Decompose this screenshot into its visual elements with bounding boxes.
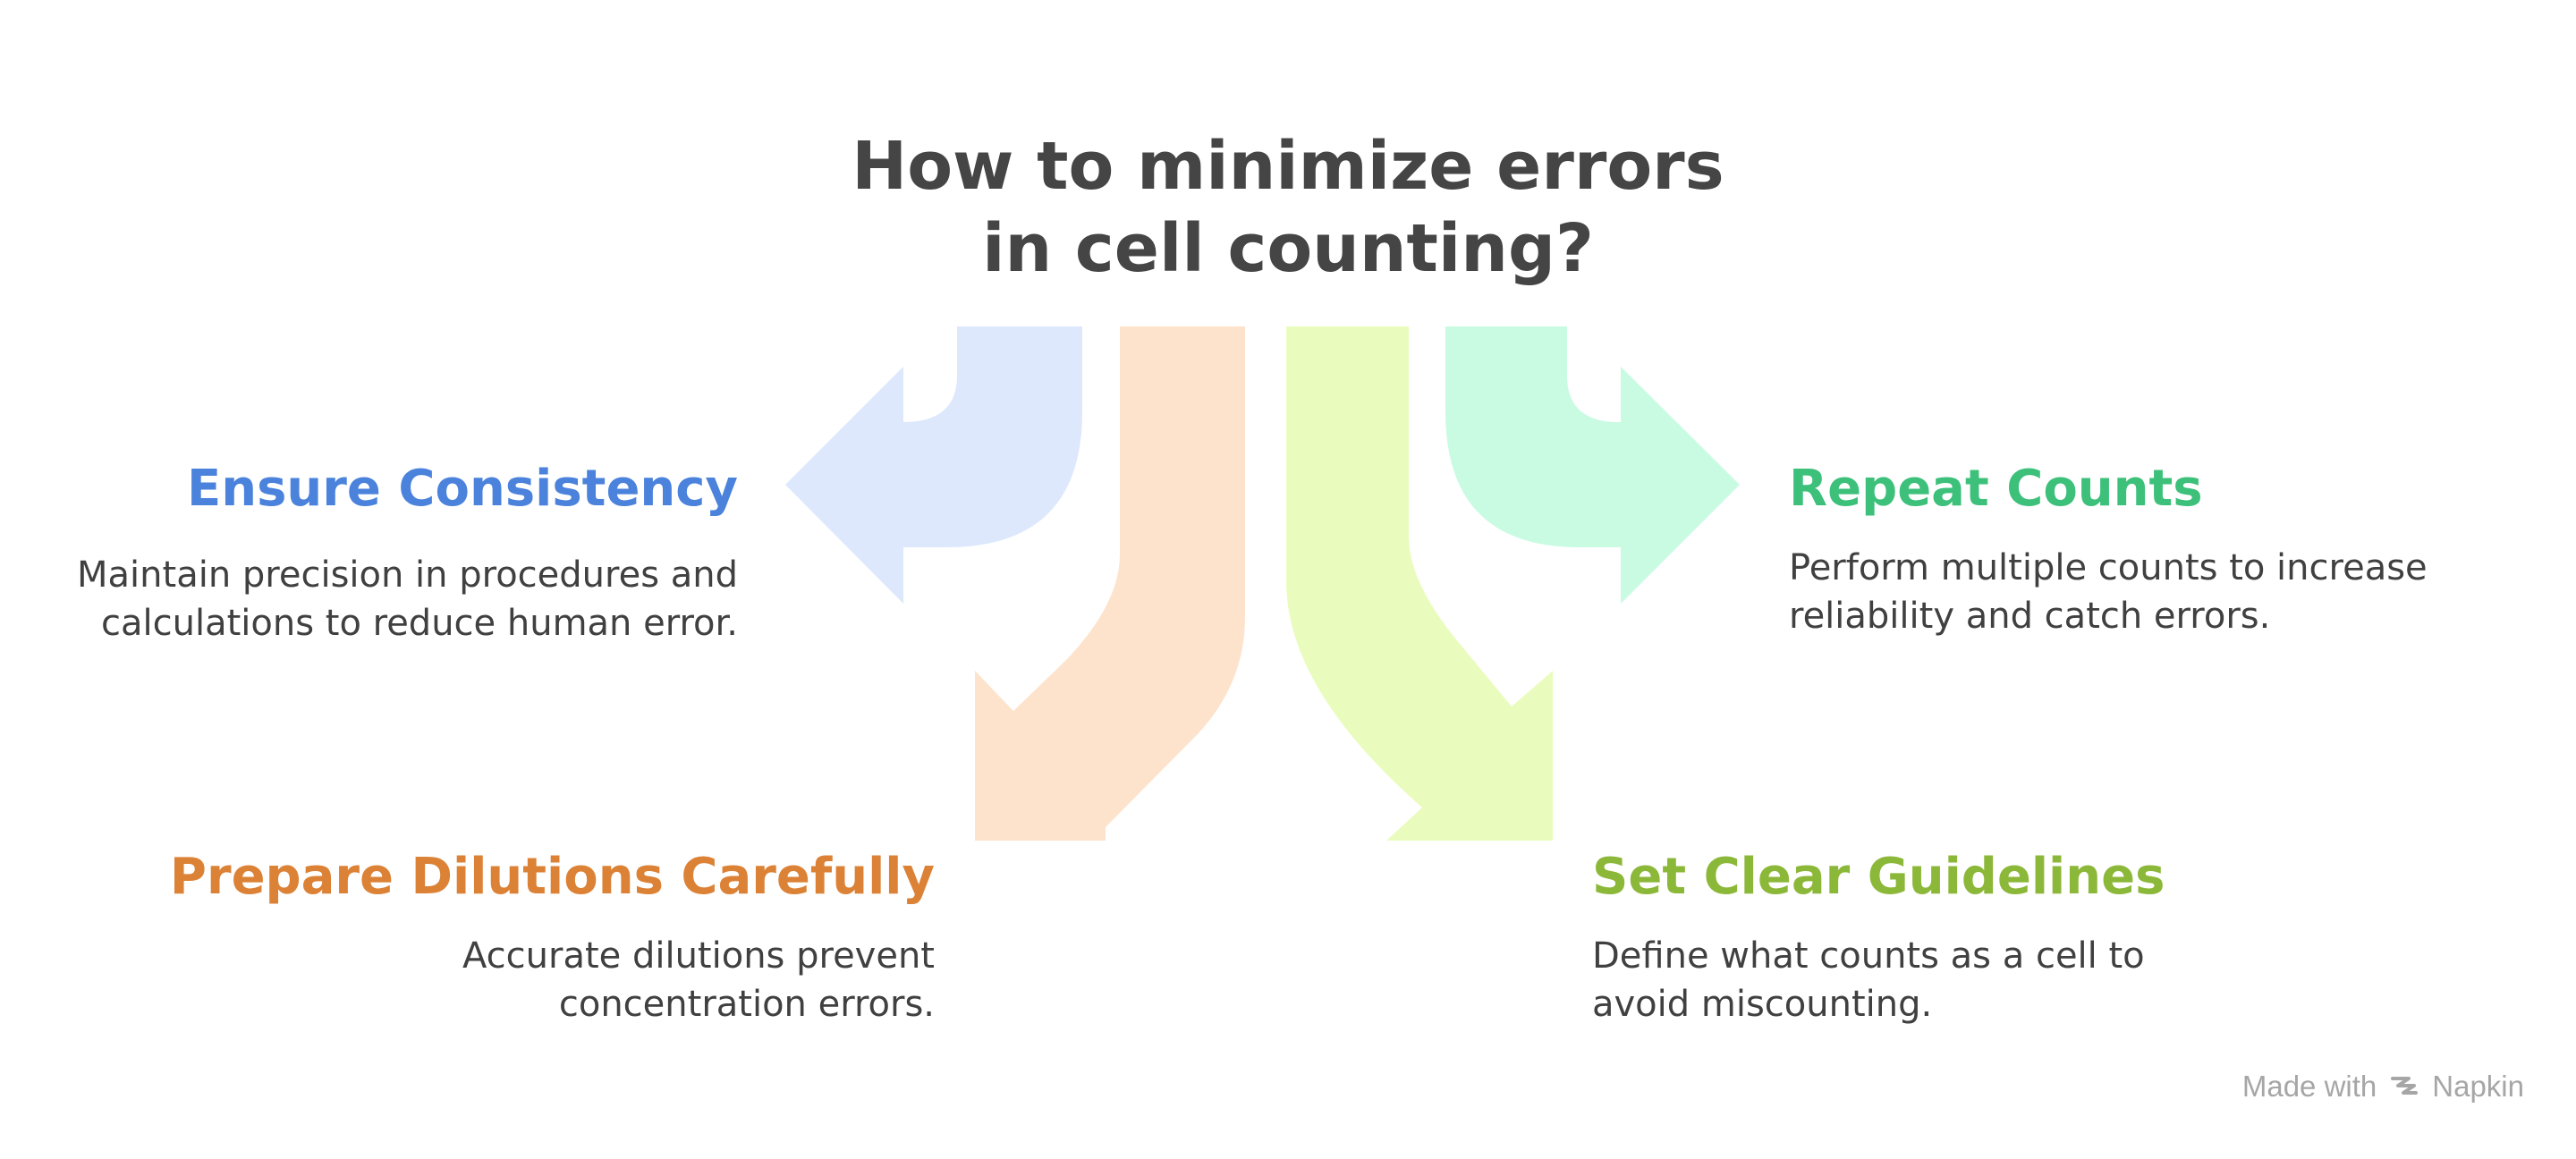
arrow-repeat-counts <box>1445 326 1740 604</box>
title-line-2: in cell counting? <box>982 210 1594 287</box>
item-description: Perform multiple counts to increase reli… <box>1789 547 2428 637</box>
item-heading: Ensure Consistency <box>186 460 738 518</box>
watermark-brand: Napkin <box>2432 1070 2524 1103</box>
item-set-guidelines: Set Clear Guidelines Define what counts … <box>1592 846 2254 1028</box>
arrow-ensure-consistency <box>785 326 1082 604</box>
item-heading: Set Clear Guidelines <box>1592 848 2165 906</box>
item-description: Maintain precision in procedures and cal… <box>77 554 738 644</box>
item-ensure-consistency: Ensure Consistency Maintain precision in… <box>54 458 738 647</box>
arrow-set-guidelines <box>1286 326 1553 841</box>
item-heading: Prepare Dilutions Carefully <box>169 848 935 906</box>
diagram-title: How to minimize errors in cell counting? <box>572 125 2004 290</box>
item-description: Define what counts as a cell to avoid mi… <box>1592 935 2145 1025</box>
napkin-watermark[interactable]: Made with Napkin <box>2242 1070 2524 1104</box>
title-line-1: How to minimize errors <box>852 128 1724 205</box>
napkin-logo-icon <box>2391 1077 2419 1095</box>
arrow-prepare-dilutions <box>975 326 1245 841</box>
item-repeat-counts: Repeat Counts Perform multiple counts to… <box>1789 458 2504 640</box>
item-description: Accurate dilutions prevent concentration… <box>462 935 935 1025</box>
item-prepare-dilutions: Prepare Dilutions Carefully Accurate dil… <box>116 846 935 1028</box>
watermark-prefix: Made with <box>2241 1070 2377 1103</box>
item-heading: Repeat Counts <box>1789 460 2203 518</box>
